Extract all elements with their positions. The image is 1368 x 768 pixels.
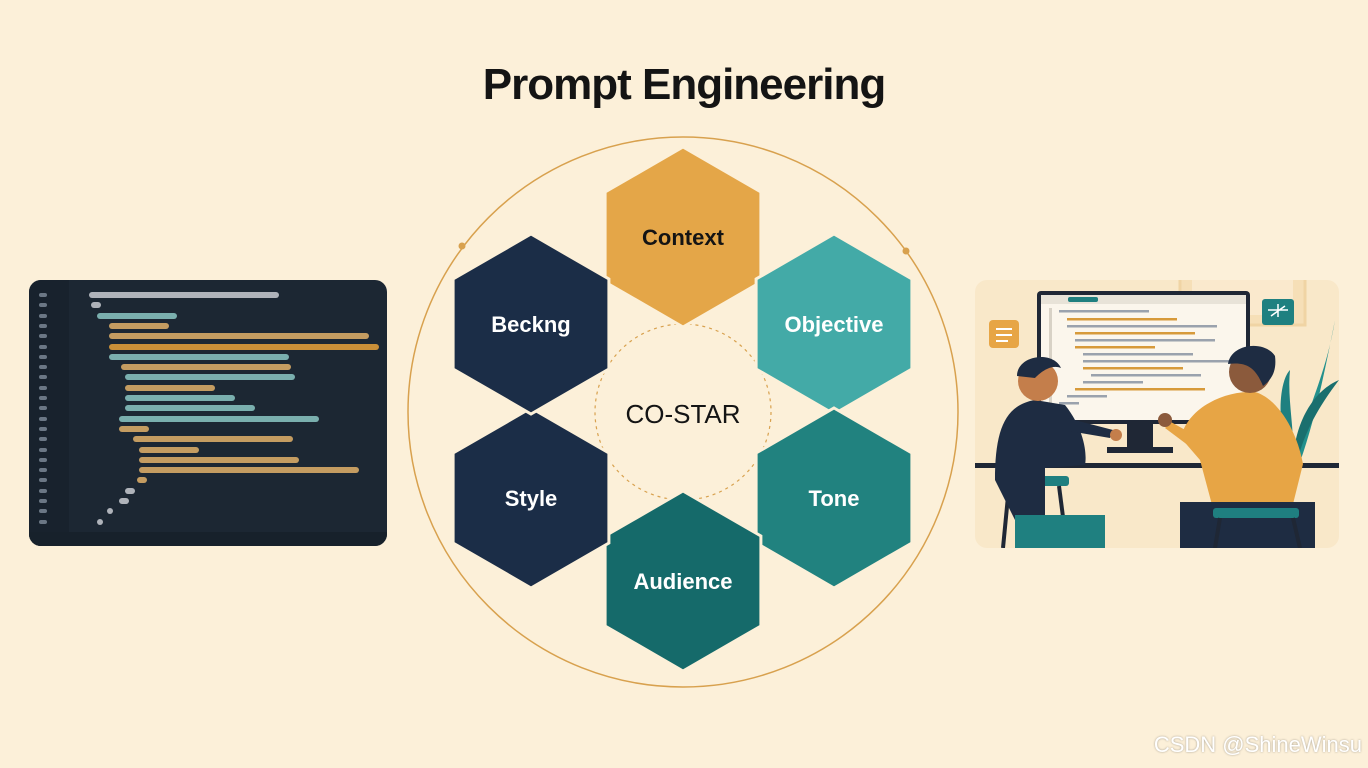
- code-line: [125, 405, 255, 412]
- hexagon-label-style: Style: [505, 486, 558, 511]
- line-number: [39, 313, 47, 318]
- line-number: [39, 365, 47, 370]
- line-number: [39, 323, 47, 328]
- code-line: [89, 292, 279, 298]
- line-number-gutter: [29, 280, 69, 546]
- code-line: [109, 353, 289, 360]
- code-line: [139, 446, 199, 453]
- code-line: [121, 364, 291, 371]
- hexagon-label-context: Context: [642, 225, 725, 250]
- ring-dot-right: [902, 247, 910, 255]
- line-number: [39, 468, 47, 473]
- line-number: [39, 406, 47, 411]
- line-number: [39, 375, 47, 380]
- code-line: [139, 467, 359, 474]
- outer-ring: [407, 136, 959, 688]
- line-number: [39, 426, 47, 431]
- code-line: [125, 395, 235, 401]
- people-at-computer-illustration: [975, 280, 1339, 548]
- line-number: [39, 385, 47, 390]
- code-line: [119, 425, 149, 432]
- code-line: [97, 518, 103, 525]
- line-number: [39, 478, 47, 483]
- watermark: CSDN @ShineWinsu: [1153, 732, 1362, 757]
- hexagon-tone: [754, 406, 914, 590]
- code-line: [125, 487, 135, 494]
- code-line: [139, 456, 299, 463]
- line-number: [39, 354, 47, 359]
- line-number: [39, 396, 47, 400]
- code-line: [125, 384, 215, 391]
- code-line: [107, 508, 113, 515]
- line-number: [39, 519, 47, 524]
- line-number: [39, 344, 47, 349]
- hexagon-style: [451, 406, 611, 590]
- code-line: [91, 302, 101, 309]
- code-line: [119, 498, 129, 504]
- hexagon-background: [451, 232, 611, 416]
- line-number: [39, 437, 47, 442]
- editor-status-bar: [29, 532, 387, 546]
- code-line: [133, 436, 293, 443]
- line-number: [39, 293, 47, 297]
- hexagon-label-audience: Audience: [633, 569, 732, 594]
- line-number: [39, 499, 47, 503]
- line-number: [39, 457, 47, 462]
- ring-dot-left: [458, 242, 466, 250]
- line-number: [39, 488, 47, 493]
- code-line: [109, 343, 379, 350]
- code-editor-illustration: [29, 280, 387, 546]
- line-number: [39, 509, 47, 514]
- line-number: [39, 303, 47, 308]
- code-line: [109, 322, 169, 329]
- hexagon-label-background: Beckng: [491, 312, 570, 337]
- line-number: [39, 447, 47, 452]
- hexagon-label-tone: Tone: [809, 486, 860, 511]
- code-line: [137, 477, 147, 484]
- code-line: [109, 333, 369, 340]
- center-label: CO-STAR: [625, 399, 740, 429]
- hexagon-context: [603, 145, 763, 329]
- code-line: [97, 312, 177, 319]
- line-number: [39, 416, 47, 421]
- hexagon-label-objective: Objective: [784, 312, 883, 337]
- page-title: Prompt Engineering: [482, 60, 886, 109]
- code-line: [119, 415, 319, 422]
- code-line: [125, 374, 295, 381]
- line-number: [39, 334, 47, 339]
